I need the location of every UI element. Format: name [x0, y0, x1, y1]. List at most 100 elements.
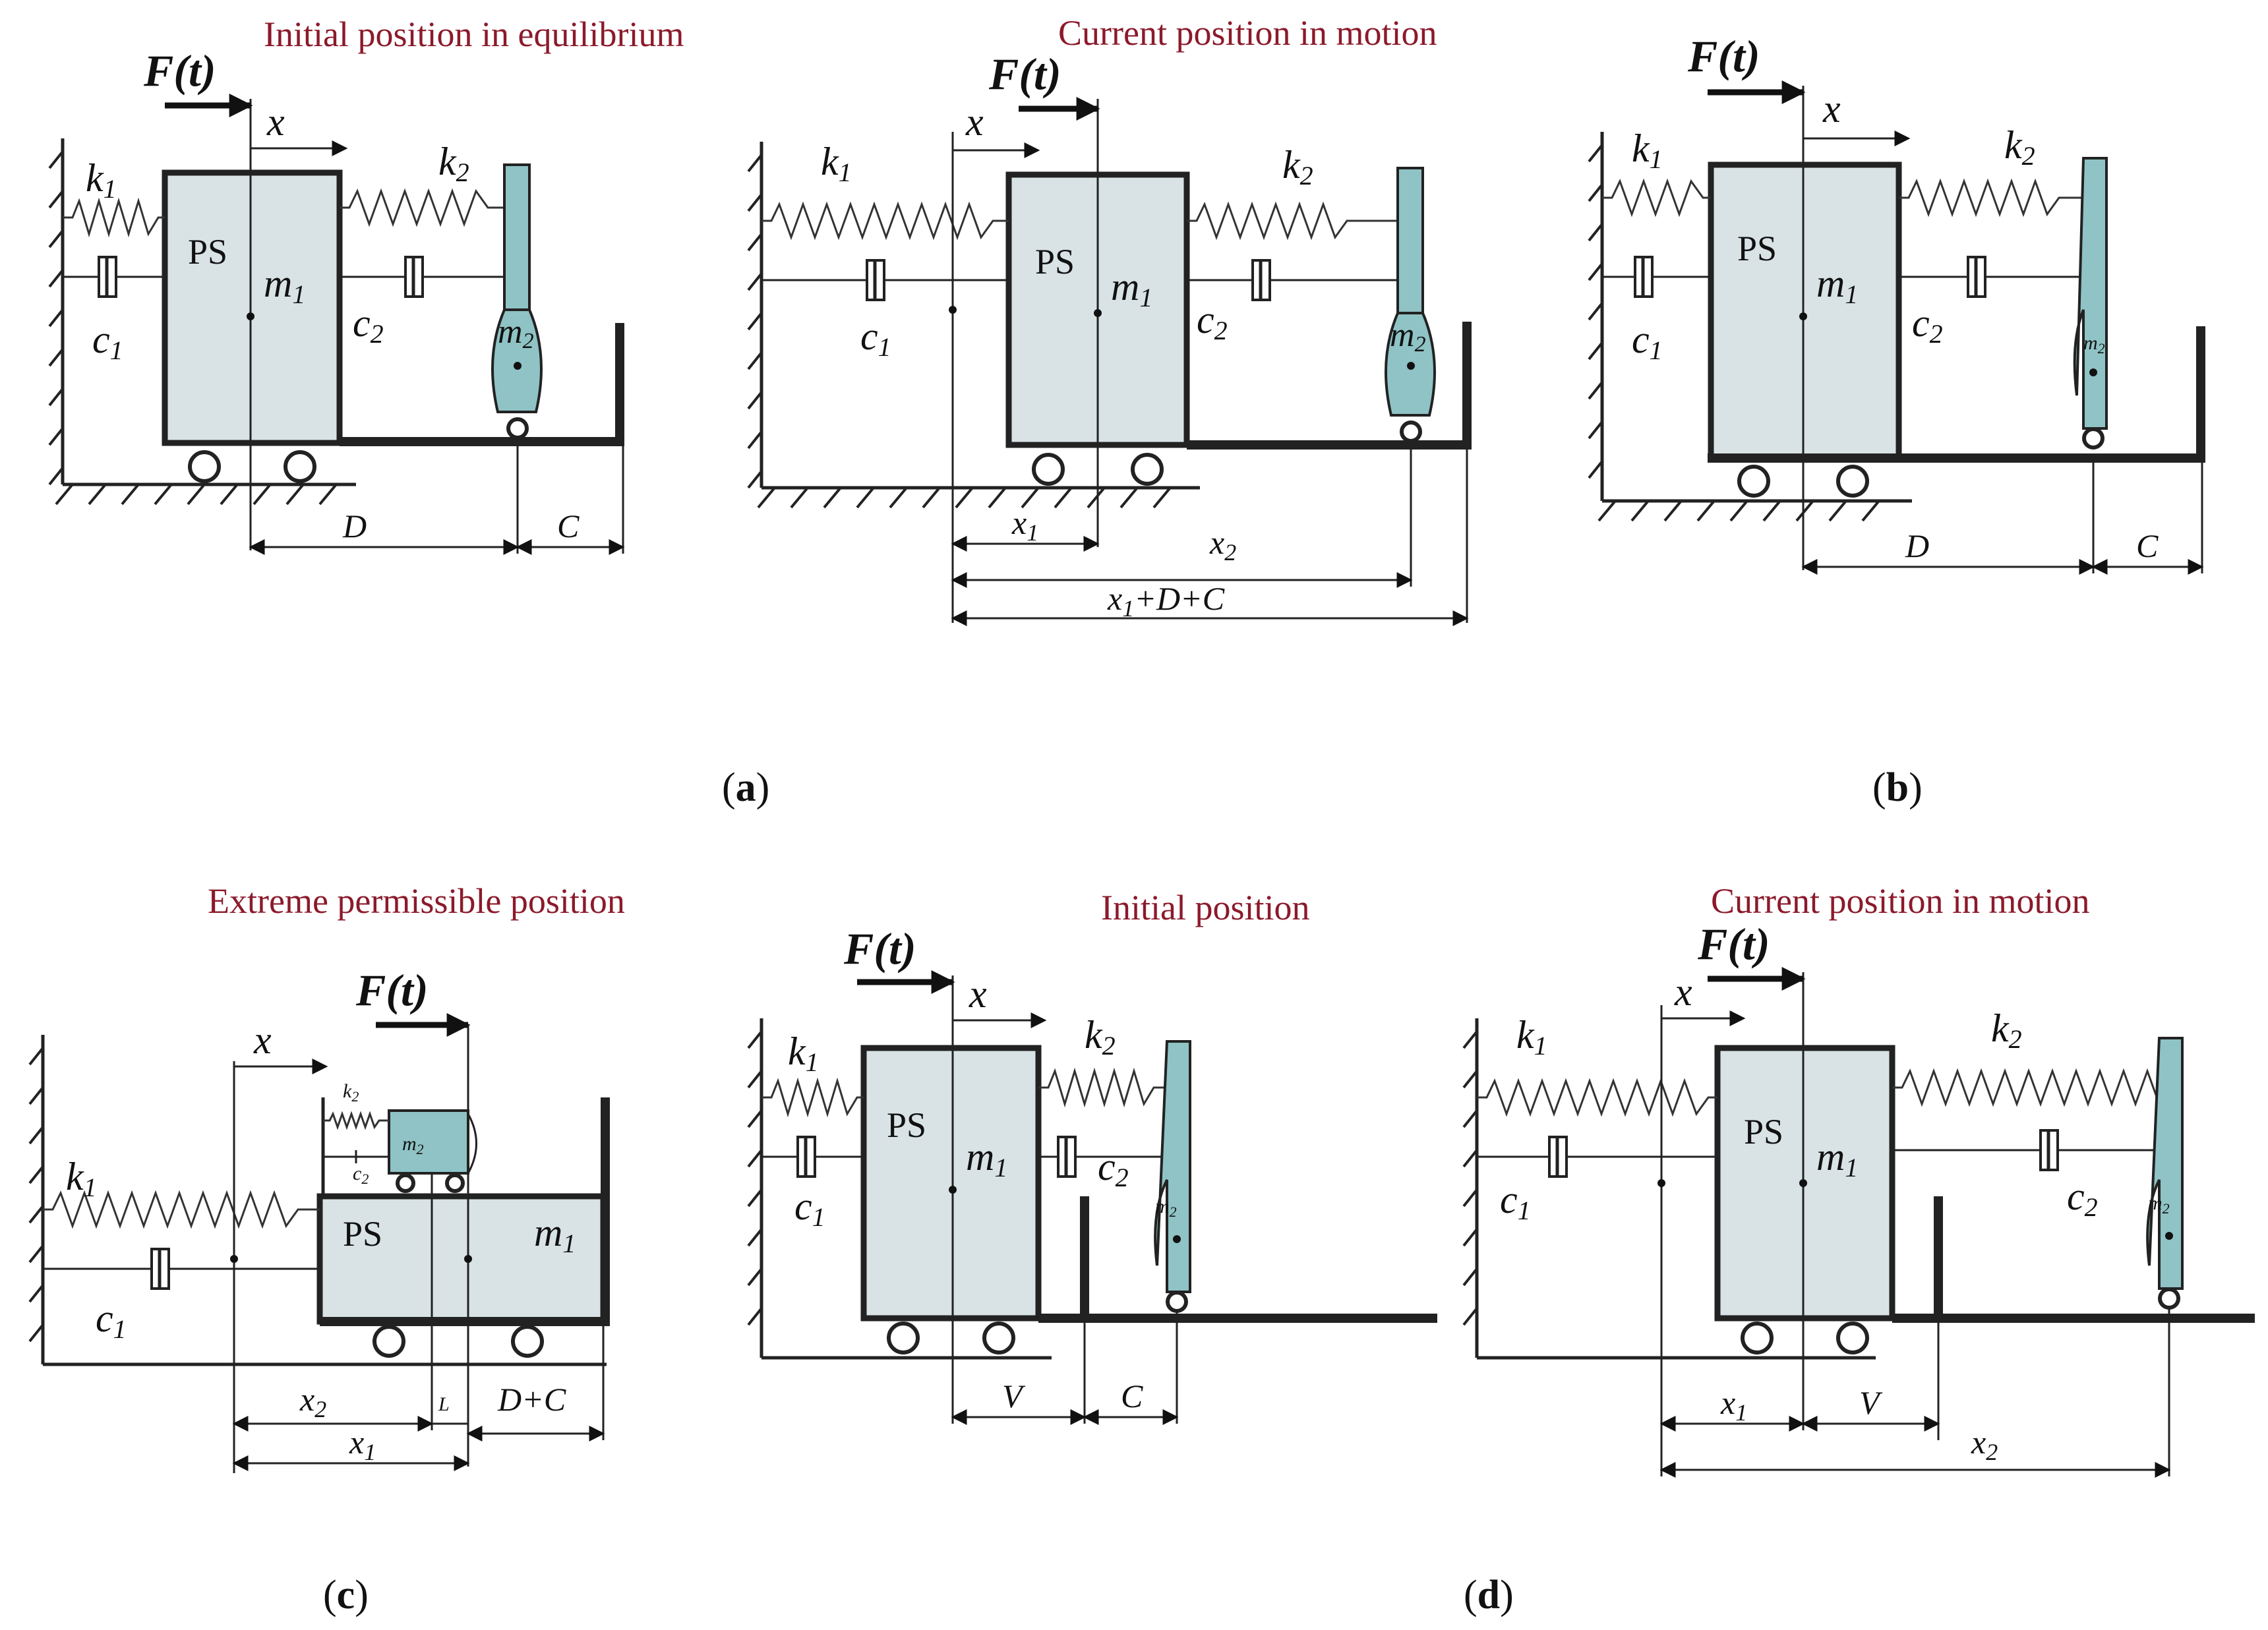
x-label: x	[969, 972, 987, 1016]
k2-label: k2	[438, 140, 469, 187]
mass-m2	[2146, 1037, 2184, 1290]
spring-k1	[1477, 1078, 1717, 1117]
panel-c: Extreme permissible position F	[28, 881, 625, 1473]
mass-m2	[1154, 1040, 1191, 1293]
ground-hatch	[55, 483, 338, 506]
dim-C-label: C	[1121, 1378, 1143, 1414]
m2-label: m2	[2148, 1192, 2170, 1217]
x-label: x	[266, 100, 285, 144]
k1-label: k1	[1516, 1013, 1547, 1061]
force-label: F(t)	[355, 965, 429, 1015]
spring-k1	[761, 1077, 864, 1118]
dim-D-label: D	[1905, 527, 1929, 564]
panel-d-left-title: Initial position	[1101, 888, 1310, 927]
dim-C-label: C	[2136, 527, 2159, 564]
x-label: x	[1674, 970, 1692, 1014]
dim-x2-label: x2	[299, 1381, 326, 1422]
caption-d: (d)	[1464, 1573, 1514, 1617]
m1-label: m1	[264, 262, 305, 309]
panel-d-left: Initial position F(t) x k1 k2 c1 c2	[747, 888, 1437, 1425]
force-label: F(t)	[143, 45, 216, 96]
m1-label: m1	[1816, 1135, 1858, 1182]
c2-label: c2	[353, 1163, 369, 1187]
mass-m2	[2073, 157, 2108, 430]
m1-label: m1	[966, 1135, 1007, 1182]
wheel	[188, 450, 221, 483]
force-label: F(t)	[1687, 31, 1760, 81]
force-label: F(t)	[988, 49, 1061, 99]
spring-k2	[1899, 178, 2083, 218]
panel-a-left: Initial position in equilibrium	[48, 15, 684, 555]
k2-label: k2	[1991, 1006, 2022, 1054]
damper-c1	[1548, 1136, 1568, 1178]
body-m1	[162, 169, 343, 446]
c1-label: c1	[794, 1184, 825, 1232]
dim-x2-label: x2	[1971, 1424, 1998, 1465]
c2-label: c2	[1098, 1145, 1129, 1192]
ps-label: PS	[343, 1214, 382, 1254]
panel-a-left-title: Initial position in equilibrium	[264, 15, 684, 54]
dim-V-label: V	[1859, 1384, 1883, 1421]
body-m1	[860, 1045, 1042, 1322]
k1-label: k1	[86, 156, 117, 204]
m2-label: m2	[1390, 316, 1426, 357]
c2-label: c2	[1912, 301, 1943, 349]
body-m1	[316, 1193, 607, 1325]
ps-label: PS	[1737, 229, 1777, 268]
wheel	[284, 450, 316, 483]
k1-label: k1	[788, 1030, 819, 1077]
ps-label: PS	[1035, 242, 1075, 281]
k1-label: k1	[1632, 127, 1663, 174]
wall-hatch	[48, 150, 64, 486]
x-label: x	[1822, 87, 1841, 131]
m2-label: m2	[1155, 1196, 1177, 1220]
x-label: x	[965, 100, 984, 144]
force-label: F(t)	[843, 923, 916, 974]
caption-b: (b)	[1872, 765, 1923, 810]
dim-x1-label: x1	[1720, 1384, 1747, 1426]
spring-k1	[1602, 178, 1711, 218]
force-label: F(t)	[1697, 919, 1770, 969]
mass-m2-stem	[1396, 167, 1424, 314]
c2-label: c2	[1197, 298, 1228, 345]
dim-x2-label: x2	[1209, 524, 1236, 566]
c1-label: c1	[1500, 1178, 1531, 1225]
panel-a-right: Current position in motion	[747, 13, 1472, 626]
panel-d-right-title: Current position in motion	[1711, 881, 2090, 921]
dim-C-label: C	[557, 508, 580, 544]
mass-m2	[491, 308, 543, 413]
c1-label: c1	[92, 318, 123, 365]
dim-x1-label: x1	[1011, 504, 1038, 546]
dim-x1-label: x1	[349, 1424, 376, 1465]
spring-k2	[340, 188, 504, 227]
m2-label: m2	[2083, 332, 2105, 357]
ps-label: PS	[1744, 1112, 1783, 1151]
panel-a-right-title: Current position in motion	[1058, 13, 1437, 53]
c2-label: c2	[353, 301, 384, 349]
mass-m2	[388, 1109, 469, 1175]
dim-D-label: D	[342, 508, 367, 544]
c1-label: c1	[1632, 318, 1663, 365]
body-m1	[1708, 161, 1902, 461]
m2-label: m2	[402, 1133, 424, 1157]
m1-label: m1	[1816, 262, 1858, 309]
x-label: x	[253, 1018, 272, 1062]
k2-label: k2	[1085, 1013, 1116, 1061]
caption-c: (c)	[323, 1573, 369, 1617]
k2-label: k2	[1282, 143, 1313, 190]
spring-k2	[323, 1111, 389, 1130]
spring-k1	[63, 197, 165, 238]
c1-label: c1	[860, 314, 891, 362]
m1-label: m1	[534, 1211, 576, 1258]
k1-label: k1	[821, 140, 852, 187]
dim-D-plus-C-label: D+C	[497, 1381, 566, 1418]
spring-k1	[761, 201, 1009, 241]
k2-label: k2	[343, 1080, 359, 1105]
dim-x1-D-C-label: x1+D+C	[1107, 580, 1225, 622]
mass-m2-stem	[503, 163, 531, 311]
spring-k2	[1187, 201, 1398, 241]
caption-a: (a)	[722, 765, 769, 810]
spring-k1	[43, 1190, 320, 1229]
spring-k2	[1038, 1067, 1167, 1108]
